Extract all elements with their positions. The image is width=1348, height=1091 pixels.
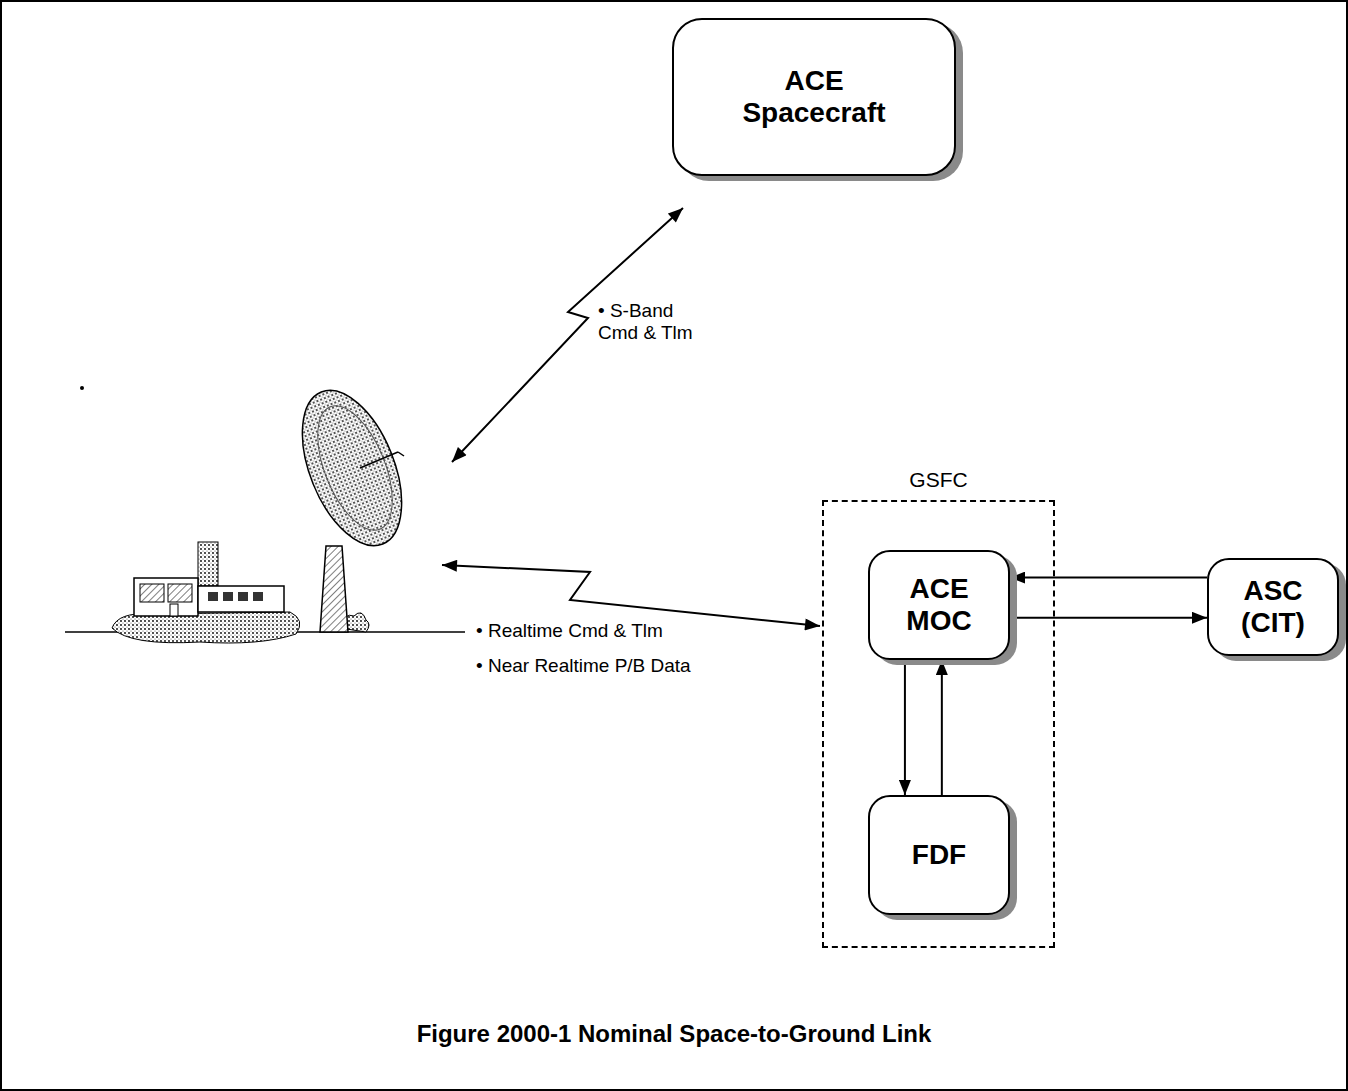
data-flow-arrow bbox=[904, 660, 906, 795]
process-box: FDF bbox=[868, 795, 1010, 915]
box-label: FDF bbox=[912, 839, 966, 871]
ground-link-arrow bbox=[442, 565, 820, 626]
process-box: ACE MOC bbox=[868, 550, 1010, 660]
data-flow-arrow bbox=[1010, 617, 1207, 619]
facility-boundary: GSFCACE MOCFDF bbox=[822, 500, 1055, 948]
link-label: • Realtime Cmd & Tlm bbox=[476, 620, 796, 642]
link-label: • Near Realtime P/B Data bbox=[476, 655, 816, 677]
box-label: ASC (CIT) bbox=[1223, 575, 1323, 639]
process-box: ASC (CIT) bbox=[1207, 558, 1339, 656]
speck bbox=[80, 386, 84, 390]
figure-caption: Figure 2000-1 Nominal Space-to-Ground Li… bbox=[0, 1020, 1348, 1048]
box-label: ACE Spacecraft bbox=[729, 65, 899, 129]
box-label: ACE MOC bbox=[889, 573, 989, 637]
ground-station bbox=[65, 376, 465, 643]
data-flow-arrow bbox=[941, 660, 943, 795]
data-flow-arrow bbox=[1010, 577, 1207, 579]
region-heading: GSFC bbox=[824, 468, 1053, 492]
spacecraft-box: ACE Spacecraft bbox=[672, 18, 956, 176]
link-label: • S-Band Cmd & Tlm bbox=[598, 300, 702, 344]
